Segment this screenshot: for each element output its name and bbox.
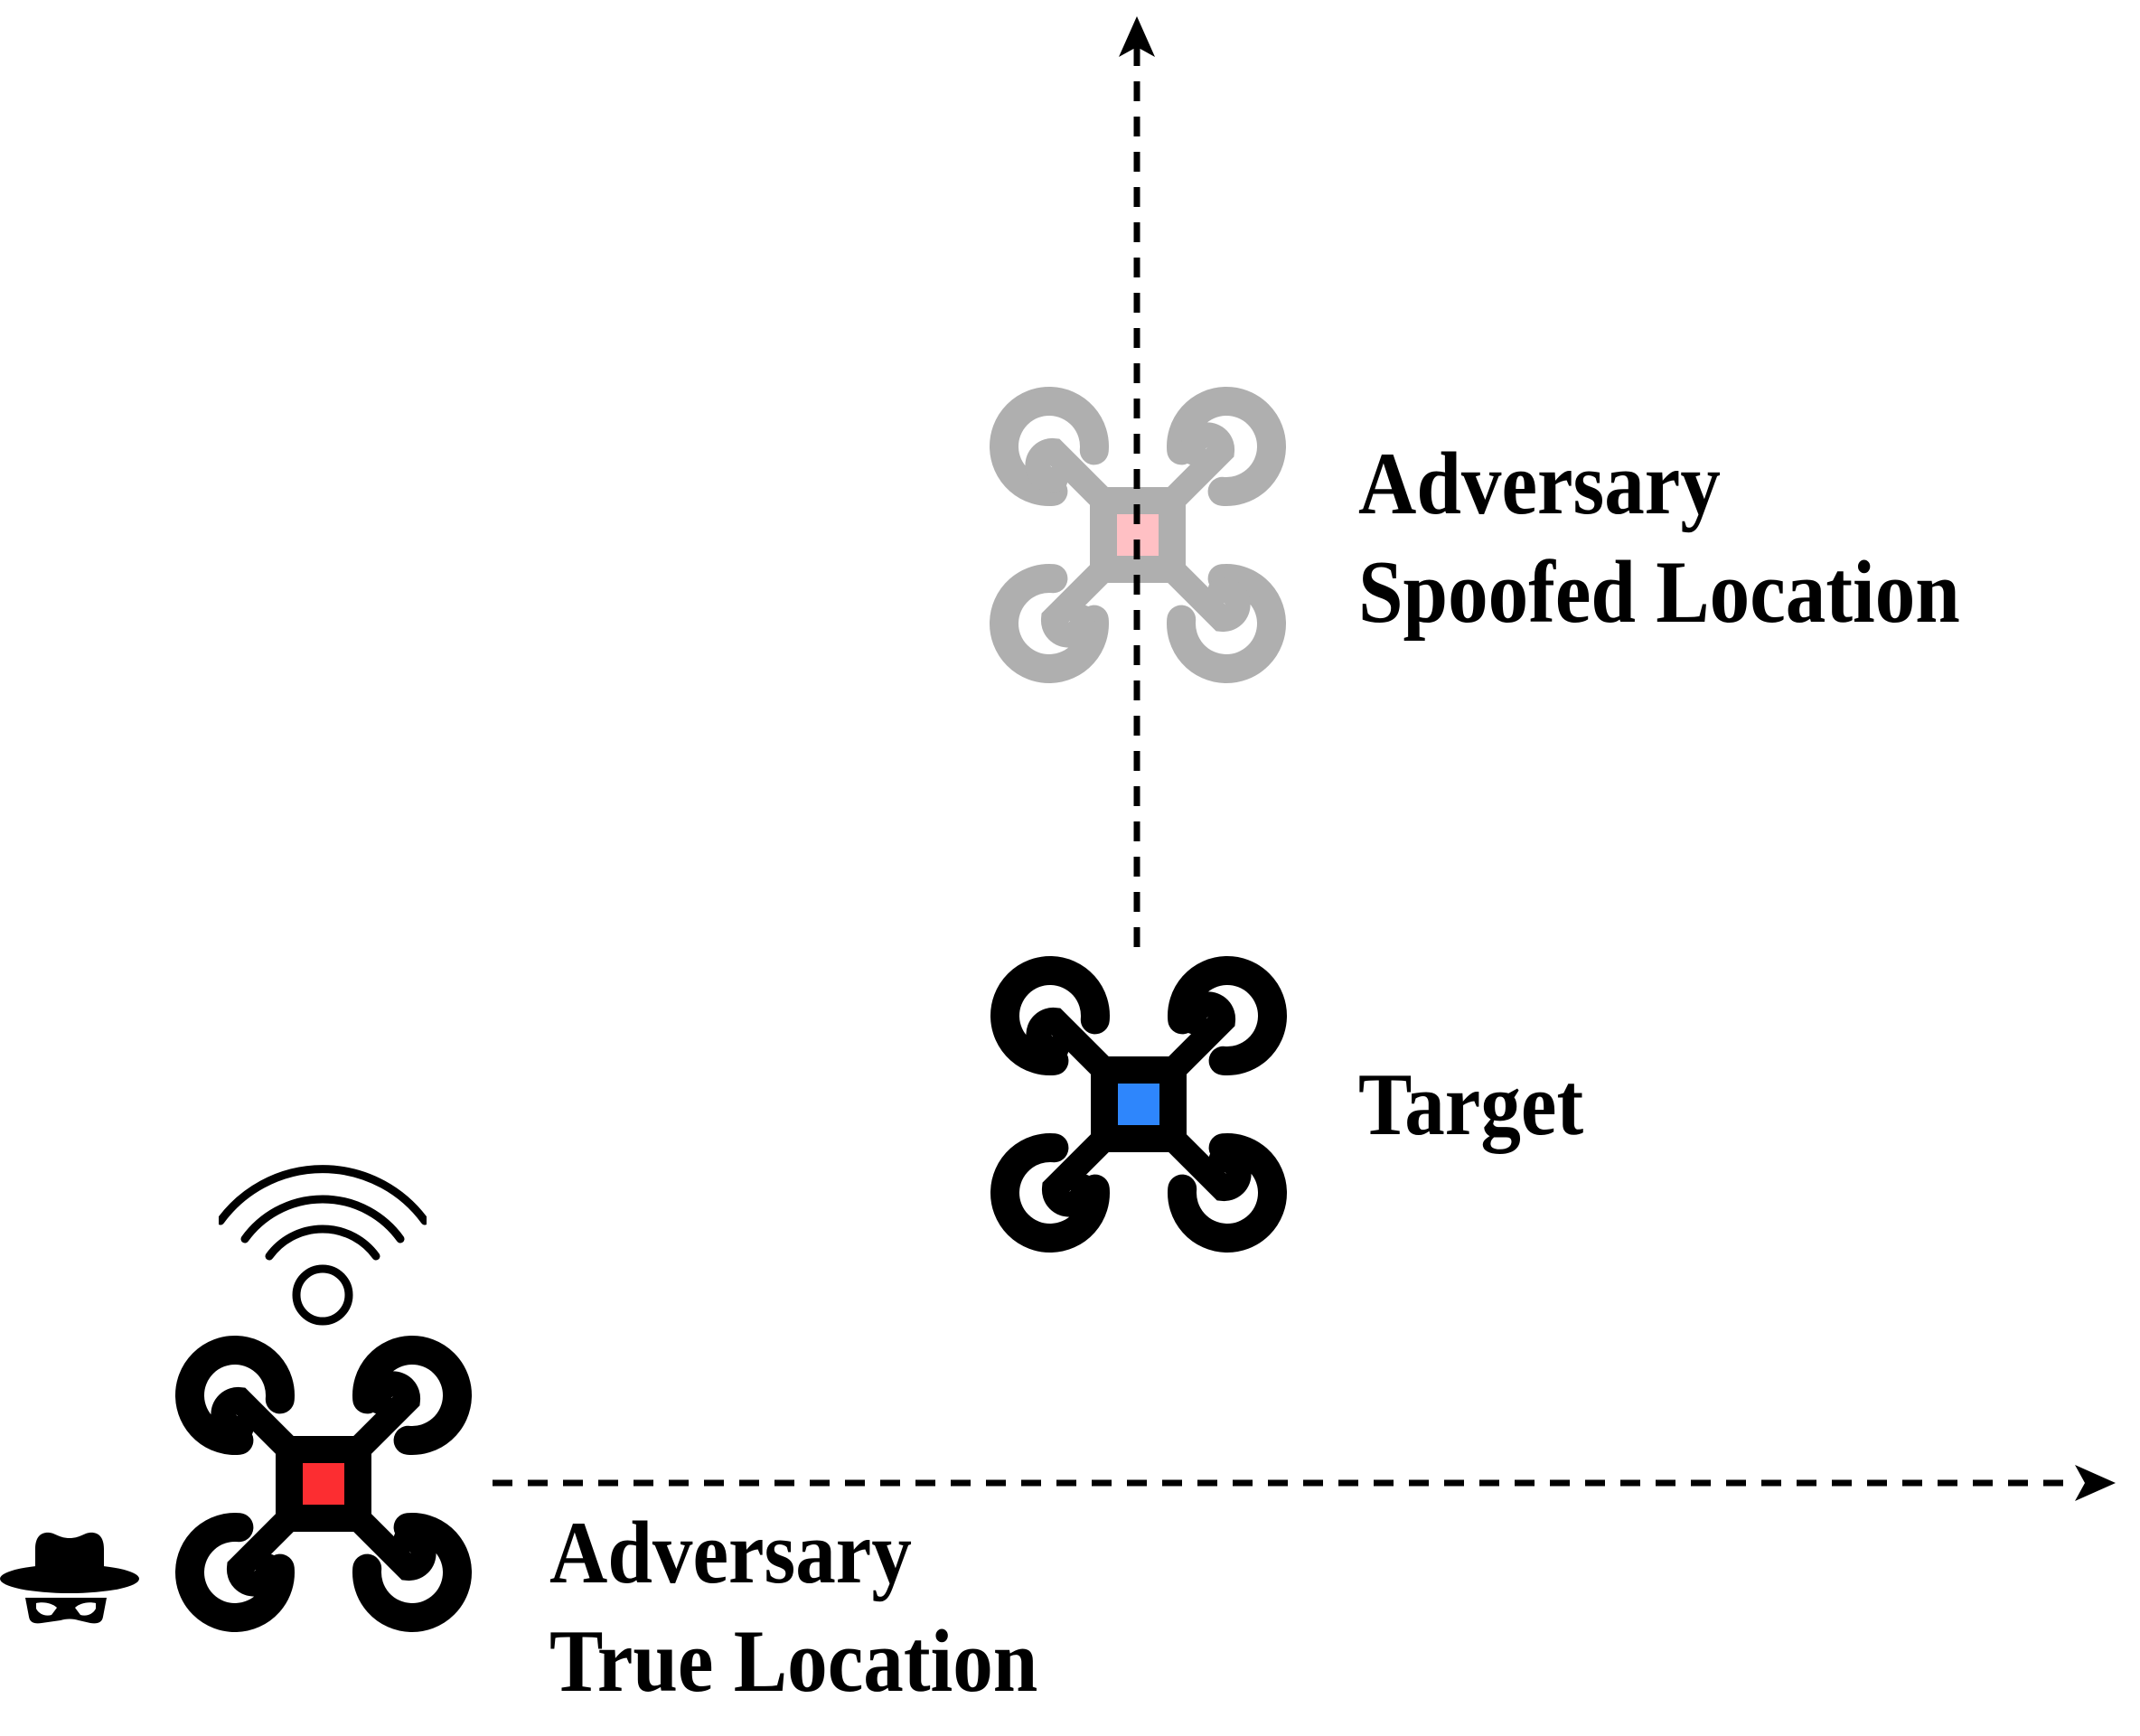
true-label-line1: Adversary <box>549 1504 912 1602</box>
true-location-label: Adversary True Location <box>549 1499 1037 1716</box>
wifi-signal-icon <box>219 1165 427 1326</box>
target-drone-icon <box>990 955 1288 1253</box>
target-label-text: Target <box>1358 1056 1584 1154</box>
spoofed-label-line2: Spoofed Location <box>1358 542 1960 642</box>
true-location-drone-icon <box>174 1335 473 1633</box>
horizontal-dashed-arrow-icon <box>493 1465 2116 1501</box>
spoofed-location-label: Adversary Spoofed Location <box>1358 430 1960 647</box>
spoofed-drone-icon <box>989 386 1287 684</box>
true-label-line2: True Location <box>549 1611 1038 1711</box>
spy-icon <box>0 1532 139 1624</box>
target-label: Target <box>1358 1051 1583 1159</box>
spoofed-label-line1: Adversary <box>1358 435 1721 533</box>
